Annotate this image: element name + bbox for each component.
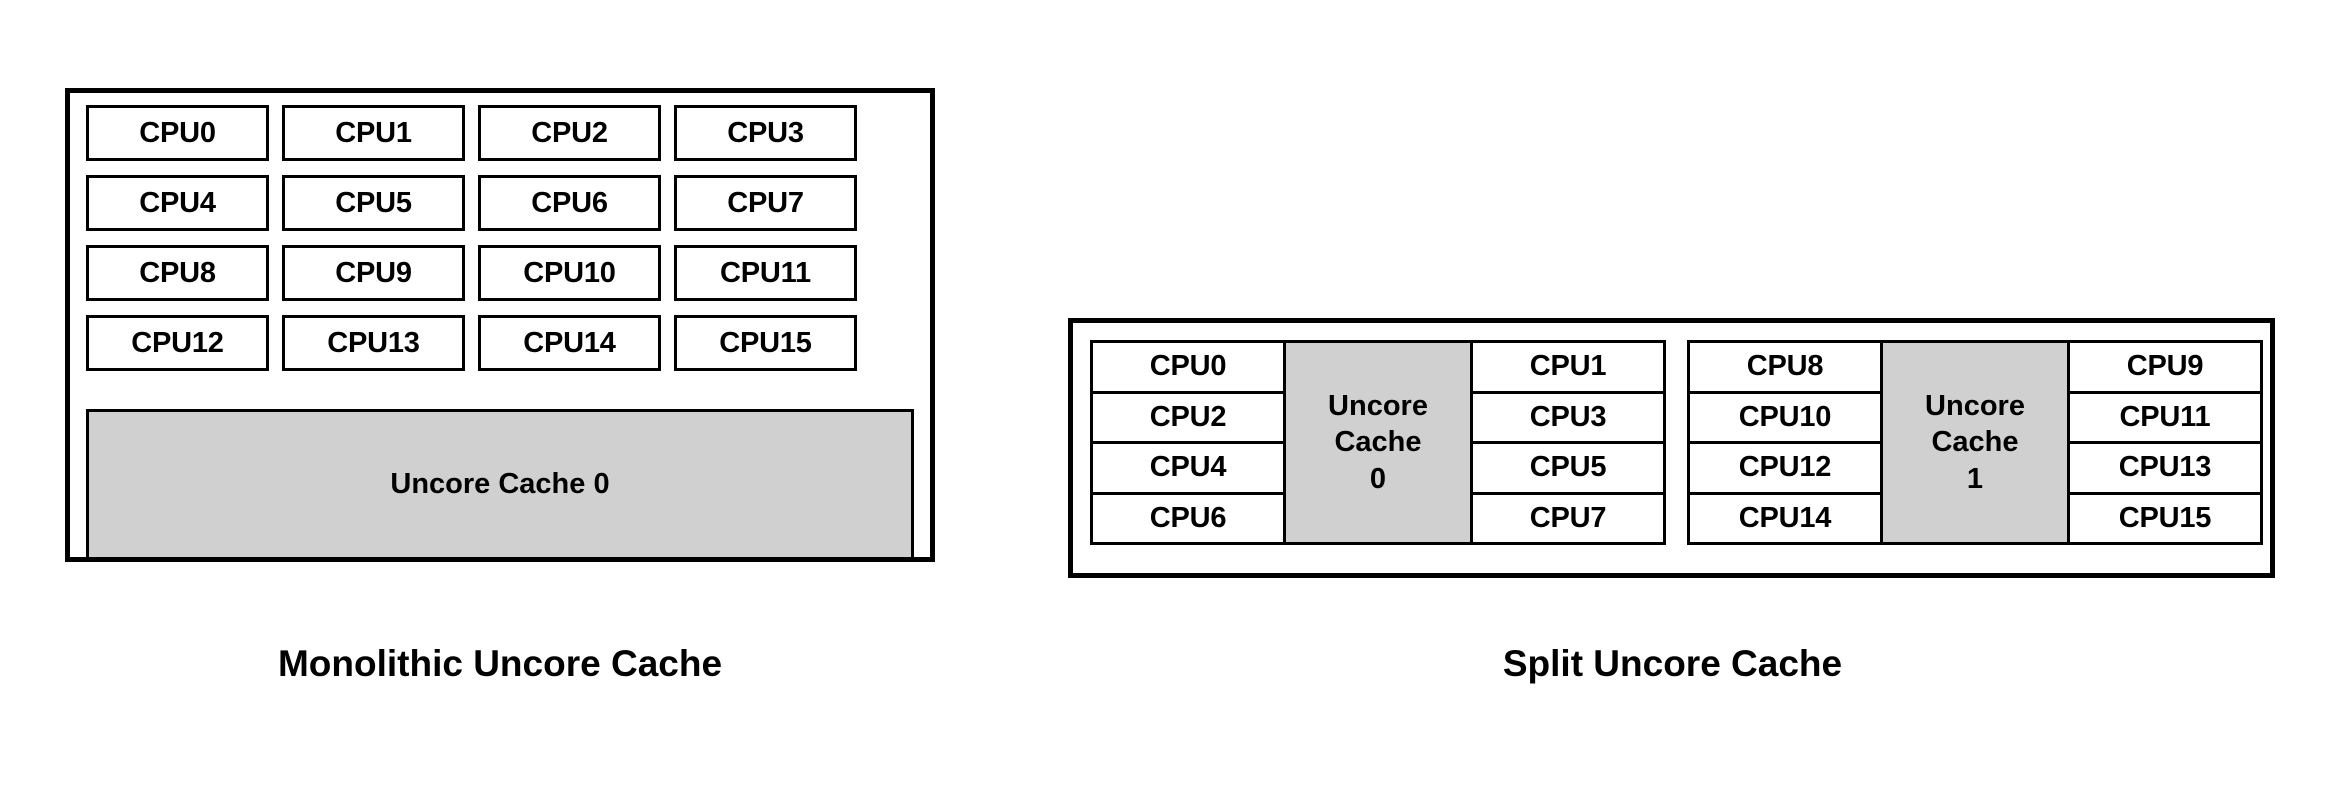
uncore-cache-label-line1: Uncore — [1925, 390, 2025, 423]
cpu-box: CPU8 — [1690, 343, 1880, 394]
cpu-box: CPU11 — [674, 245, 857, 301]
cpu-box: CPU1 — [282, 105, 465, 161]
monolithic-uncore-cache-diagram: CPU0 CPU1 CPU2 CPU3 CPU4 CPU5 CPU6 CPU7 … — [65, 88, 935, 562]
monolithic-package-contents: CPU0 CPU1 CPU2 CPU3 CPU4 CPU5 CPU6 CPU7 … — [86, 105, 914, 560]
uncore-cache-label-line2: Cache — [1931, 426, 2019, 459]
cpu-grid-row: CPU4 CPU5 CPU6 CPU7 — [86, 175, 914, 231]
cpu-box: CPU13 — [282, 315, 465, 371]
cpu-box: CPU12 — [86, 315, 269, 371]
cpu-box: CPU4 — [1093, 444, 1283, 495]
cpu-box: CPU9 — [2070, 343, 2260, 394]
cpu-box: CPU8 — [86, 245, 269, 301]
uncore-cache-label: Uncore Cache 0 — [390, 468, 610, 500]
cpu-box: CPU14 — [478, 315, 661, 371]
cpu-box: CPU5 — [1473, 444, 1663, 495]
cpu-grid-row: CPU12 CPU13 CPU14 CPU15 — [86, 315, 914, 371]
cpu-box: CPU6 — [478, 175, 661, 231]
cpu-grid: CPU0 CPU1 CPU2 CPU3 CPU4 CPU5 CPU6 CPU7 … — [86, 105, 914, 371]
uncore-cache-label-line3: 1 — [1966, 462, 1984, 495]
cpu-box: CPU0 — [1093, 343, 1283, 394]
split-package-contents: CPU0 CPU2 CPU4 CPU6 Uncore Cache 0 CPU1 … — [1090, 340, 2263, 545]
cluster-left-cpu-column: CPU8 CPU10 CPU12 CPU14 — [1690, 343, 1880, 542]
cpu-box: CPU2 — [478, 105, 661, 161]
cpu-cluster: CPU8 CPU10 CPU12 CPU14 Uncore Cache 1 CP… — [1687, 340, 2263, 545]
cpu-box: CPU2 — [1093, 393, 1283, 444]
cpu-box: CPU15 — [2070, 494, 2260, 542]
cpu-box: CPU15 — [674, 315, 857, 371]
monolithic-caption: Monolithic Uncore Cache — [277, 643, 723, 684]
cluster-left-cpu-column: CPU0 CPU2 CPU4 CPU6 — [1093, 343, 1283, 542]
cpu-box: CPU10 — [1690, 393, 1880, 444]
split-uncore-cache-diagram: CPU0 CPU2 CPU4 CPU6 Uncore Cache 0 CPU1 … — [1068, 318, 2275, 578]
split-caption: Split Uncore Cache — [1502, 643, 1843, 684]
cpu-box: CPU5 — [282, 175, 465, 231]
uncore-cache-block: Uncore Cache 0 — [1283, 343, 1473, 542]
cpu-grid-row: CPU0 CPU1 CPU2 CPU3 — [86, 105, 914, 161]
cluster-right-cpu-column: CPU9 CPU11 CPU13 CPU15 — [2070, 343, 2260, 542]
cpu-box: CPU0 — [86, 105, 269, 161]
cpu-box: CPU12 — [1690, 444, 1880, 495]
cpu-grid-row: CPU8 CPU9 CPU10 CPU11 — [86, 245, 914, 301]
cluster-right-cpu-column: CPU1 CPU3 CPU5 CPU7 — [1473, 343, 1663, 542]
uncore-cache-label-line1: Uncore — [1328, 390, 1428, 423]
cpu-box: CPU3 — [1473, 393, 1663, 444]
cpu-cluster: CPU0 CPU2 CPU4 CPU6 Uncore Cache 0 CPU1 … — [1090, 340, 1666, 545]
uncore-cache-label-line2: Cache — [1334, 426, 1422, 459]
cpu-box: CPU7 — [1473, 494, 1663, 542]
cpu-box: CPU14 — [1690, 494, 1880, 542]
uncore-cache-block: Uncore Cache 1 — [1880, 343, 2070, 542]
cpu-box: CPU13 — [2070, 444, 2260, 495]
cpu-box: CPU6 — [1093, 494, 1283, 542]
cpu-box: CPU4 — [86, 175, 269, 231]
cpu-box: CPU9 — [282, 245, 465, 301]
cpu-box: CPU3 — [674, 105, 857, 161]
uncore-cache-block: Uncore Cache 0 — [86, 409, 914, 560]
cpu-box: CPU7 — [674, 175, 857, 231]
cpu-box: CPU11 — [2070, 393, 2260, 444]
cpu-box: CPU1 — [1473, 343, 1663, 394]
uncore-cache-label-line3: 0 — [1369, 462, 1387, 495]
cpu-box: CPU10 — [478, 245, 661, 301]
